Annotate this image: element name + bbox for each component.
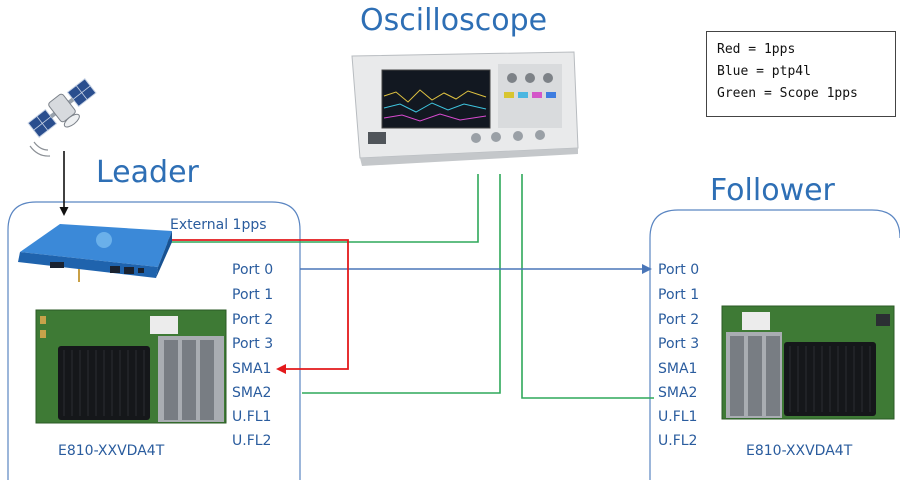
legend-green: Green = Scope 1pps bbox=[717, 86, 858, 101]
leader-card-label: E810-XXVDA4T bbox=[58, 443, 165, 459]
leader-ufl1: U.FL1 bbox=[232, 409, 272, 425]
leader-box bbox=[7, 201, 301, 480]
follower-port-2: Port 2 bbox=[658, 312, 700, 328]
leader-port-0: Port 0 bbox=[232, 262, 274, 278]
external-1pps-label: External 1pps bbox=[170, 217, 267, 233]
satellite-icon bbox=[27, 78, 97, 138]
follower-port-1: Port 1 bbox=[658, 287, 700, 303]
follower-card-label: E810-XXVDA4T bbox=[746, 443, 853, 459]
leader-ufl2: U.FL2 bbox=[232, 433, 272, 449]
green-line-external bbox=[160, 174, 479, 243]
follower-sma2: SMA2 bbox=[658, 385, 698, 401]
signal-waves-icon bbox=[29, 141, 51, 157]
nic-card-icon-leader bbox=[35, 309, 227, 424]
leader-port-3: Port 3 bbox=[232, 336, 274, 352]
follower-ufl1: U.FL1 bbox=[658, 409, 698, 425]
legend-box: Red = 1pps Blue = ptp4l Green = Scope 1p… bbox=[706, 31, 896, 117]
leader-port-2: Port 2 bbox=[232, 312, 274, 328]
gps-receiver-icon bbox=[18, 224, 172, 282]
follower-title: Follower bbox=[710, 173, 835, 208]
leader-sma2: SMA2 bbox=[232, 385, 272, 401]
legend-red: Red = 1pps bbox=[717, 42, 796, 57]
follower-box bbox=[649, 209, 900, 480]
nic-card-icon-follower bbox=[721, 305, 895, 420]
oscilloscope-title: Oscilloscope bbox=[360, 3, 548, 38]
follower-port-3: Port 3 bbox=[658, 336, 700, 352]
green-line-follower-sma2 bbox=[521, 174, 654, 399]
follower-ufl2: U.FL2 bbox=[658, 433, 698, 449]
leader-title: Leader bbox=[96, 155, 199, 190]
oscilloscope-icon bbox=[351, 51, 579, 166]
red-1pps-line bbox=[160, 239, 349, 374]
leader-port-1: Port 1 bbox=[232, 287, 274, 303]
green-line-sma2 bbox=[302, 174, 501, 394]
follower-port-0: Port 0 bbox=[658, 262, 700, 278]
legend-blue: Blue = ptp4l bbox=[717, 64, 811, 79]
follower-sma1: SMA1 bbox=[658, 361, 698, 377]
leader-sma1: SMA1 bbox=[232, 361, 272, 377]
